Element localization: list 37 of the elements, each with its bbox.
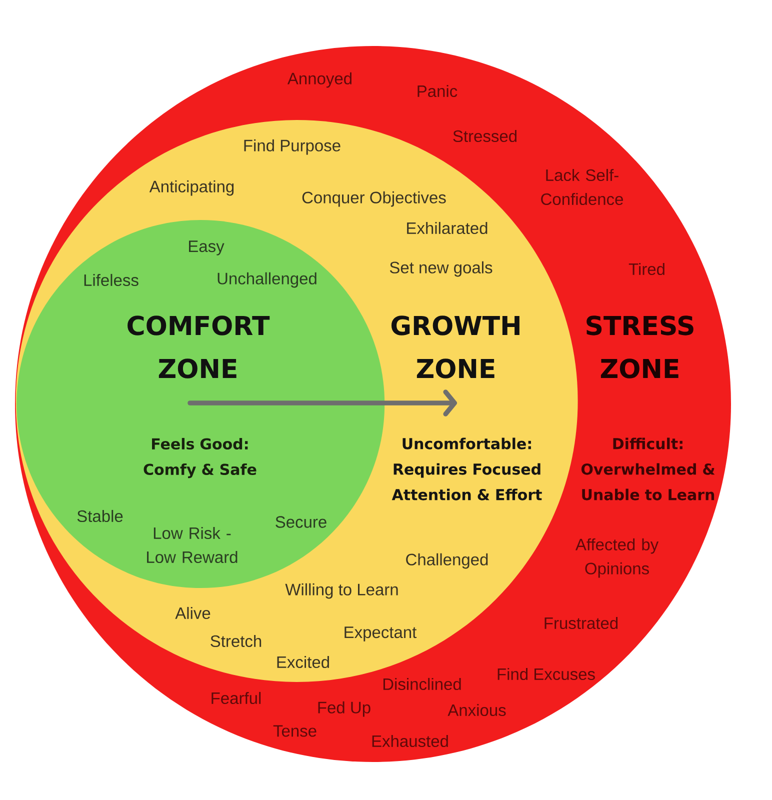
feeling-label: Stretch	[210, 634, 262, 648]
feeling-label: Lack Self-Confidence	[541, 168, 623, 206]
feeling-label: Unchallenged	[218, 272, 316, 288]
feeling-label: Anxious	[448, 704, 506, 716]
feeling-label: Annoyed	[287, 72, 352, 88]
feeling-label: Conquer Objectives	[302, 191, 446, 207]
zone-description: Difficult: Overwhelmed & Unable to Learn	[581, 438, 715, 500]
feeling-label: Frustrated	[544, 616, 618, 630]
feeling-label: Excited	[277, 656, 329, 668]
feeling-label: Set new goals	[390, 261, 492, 277]
zone-description: Uncomfortable: Requires Focused Attention & Effort	[392, 438, 542, 500]
feeling-label: Find Excuses	[498, 668, 595, 680]
feeling-label: Willing to Learn	[285, 583, 398, 599]
feeling-label: Fed Up	[318, 701, 370, 717]
zone-heading: GROWTH ZONE	[391, 316, 520, 378]
feeling-label: Tired	[628, 262, 664, 276]
zone-description: Feels Good: Comfy & Safe	[144, 438, 256, 478]
feeling-label: Exhausted	[372, 734, 448, 748]
feeling-label: Anticipating	[149, 180, 234, 196]
feeling-label: Low Risk - Low Reward	[147, 526, 238, 564]
feeling-label: Lifeless	[84, 274, 138, 286]
feeling-label: Expectant	[344, 626, 417, 642]
feeling-label: Panic	[418, 84, 458, 98]
feeling-label: Affected by Opinions	[575, 538, 659, 578]
feeling-label: Secure	[276, 516, 326, 528]
feeling-label: Easy	[189, 240, 224, 256]
feeling-label: Tense	[273, 725, 316, 737]
zone-heading: COMFORT ZONE	[128, 316, 270, 378]
feeling-label: Challenged	[406, 553, 488, 569]
feeling-label: Alive	[175, 606, 210, 620]
feeling-label: Stable	[77, 510, 123, 522]
feeling-label: Exhilarated	[407, 222, 488, 234]
feeling-label: Stressed	[453, 130, 516, 142]
zone-heading: STRESS ZONE	[586, 316, 694, 378]
feeling-label: Fearful	[212, 692, 261, 704]
feeling-label: Disinclined	[383, 678, 461, 690]
feeling-label: Find Purpose	[244, 139, 340, 155]
